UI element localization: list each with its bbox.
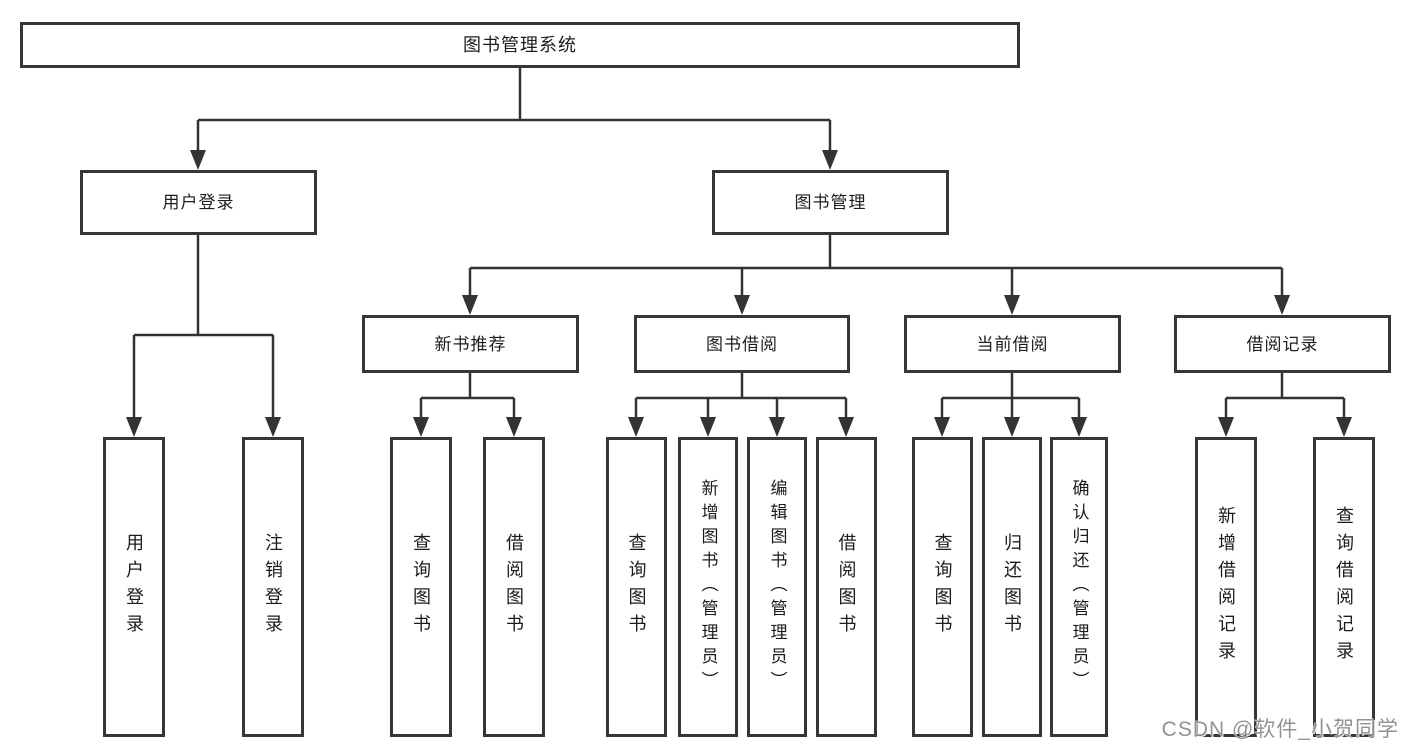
- leaf-logout: 注销登录: [242, 437, 304, 737]
- leaf-return-book: 归还图书: [982, 437, 1042, 737]
- node-book-borrow: 图书借阅: [634, 315, 850, 373]
- leaf-borrow-books: 借阅图书: [816, 437, 877, 737]
- leaf-confirm-return-admin: 确认归还（管理员）: [1050, 437, 1108, 737]
- leaf-query-borrow-record: 查询借阅记录: [1313, 437, 1375, 737]
- leaf-user-login: 用户登录: [103, 437, 165, 737]
- leaf-edit-book-admin: 编辑图书（管理员）: [747, 437, 807, 737]
- csdn-watermark: CSDN @软件_小贺同学: [1161, 718, 1399, 741]
- leaf-query-books-borrow: 查询图书: [606, 437, 667, 737]
- node-borrow-records: 借阅记录: [1174, 315, 1391, 373]
- node-new-book-recommend: 新书推荐: [362, 315, 579, 373]
- leaf-query-books-current: 查询图书: [912, 437, 973, 737]
- node-book-management: 图书管理: [712, 170, 949, 235]
- leaf-add-borrow-record: 新增借阅记录: [1195, 437, 1257, 737]
- node-root-system: 图书管理系统: [20, 22, 1020, 68]
- node-current-borrow: 当前借阅: [904, 315, 1121, 373]
- leaf-borrow-books-recommend: 借阅图书: [483, 437, 545, 737]
- leaf-add-book-admin: 新增图书（管理员）: [678, 437, 738, 737]
- node-user-login: 用户登录: [80, 170, 317, 235]
- leaf-query-books-recommend: 查询图书: [390, 437, 452, 737]
